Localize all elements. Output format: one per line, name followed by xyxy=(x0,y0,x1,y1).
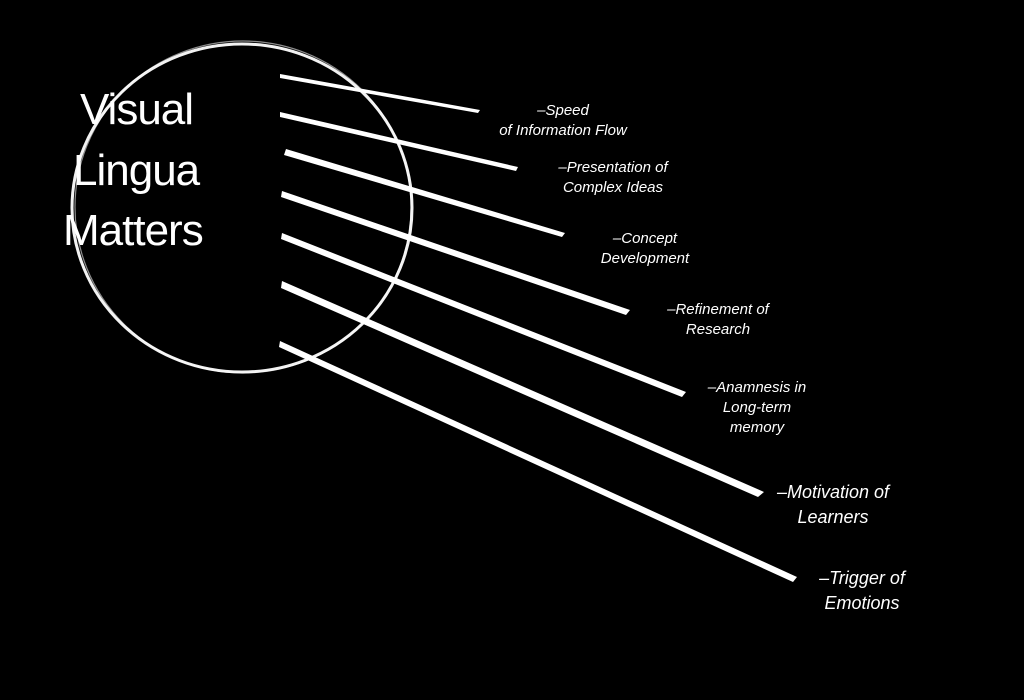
branch-label-line: –Motivation of xyxy=(776,482,890,502)
branch-label-motivation: –Motivation of Learners xyxy=(760,480,906,530)
branch-label-line: Research xyxy=(685,321,751,338)
circle-outline xyxy=(70,40,414,374)
branch-label-line: –Trigger of xyxy=(819,568,905,588)
branch-label-line: –Refinement of xyxy=(667,301,769,318)
branch-label-concept: –Concept Development xyxy=(580,229,710,269)
branch-label-line: Emotions xyxy=(824,593,900,613)
branch-label-anamnesis: –Anamnesis in Long-term memory xyxy=(688,378,826,438)
branch-label-trigger: –Trigger of Emotions xyxy=(806,566,918,616)
branch-label-line: Development xyxy=(600,250,690,267)
title-line-lingua: Lingua xyxy=(73,146,200,195)
branch-stroke-trigger xyxy=(279,341,797,582)
branch-label-presentation: –Presentation of Complex Ideas xyxy=(538,158,688,198)
branch-label-line: of Information Flow xyxy=(499,122,627,139)
title-line-visual: Visual xyxy=(80,85,194,134)
branch-label-line: –Concept xyxy=(612,230,678,247)
branch-label-line: –Speed xyxy=(537,102,589,119)
branch-label-line: –Anamnesis in xyxy=(707,379,807,396)
branch-label-line: Learners xyxy=(797,507,869,527)
branch-stroke-motivation xyxy=(281,281,764,497)
branch-label-line: Complex Ideas xyxy=(562,179,664,196)
branch-stroke-anamnesis xyxy=(281,233,686,397)
branch-label-speed: –Speed of Information Flow xyxy=(488,101,638,141)
branch-strokes xyxy=(279,74,797,582)
title-line-matters: Matters xyxy=(63,206,204,255)
branch-label-refinement: –Refinement of Research xyxy=(648,300,788,340)
branch-stroke-presentation xyxy=(280,112,518,171)
branch-label-line: Long-term xyxy=(722,399,792,416)
branch-stroke-speed xyxy=(280,74,480,113)
branch-label-line: memory xyxy=(729,419,785,436)
branch-stroke-concept xyxy=(284,149,565,237)
branch-stroke-refinement xyxy=(281,191,630,315)
branch-label-line: –Presentation of xyxy=(558,159,668,176)
